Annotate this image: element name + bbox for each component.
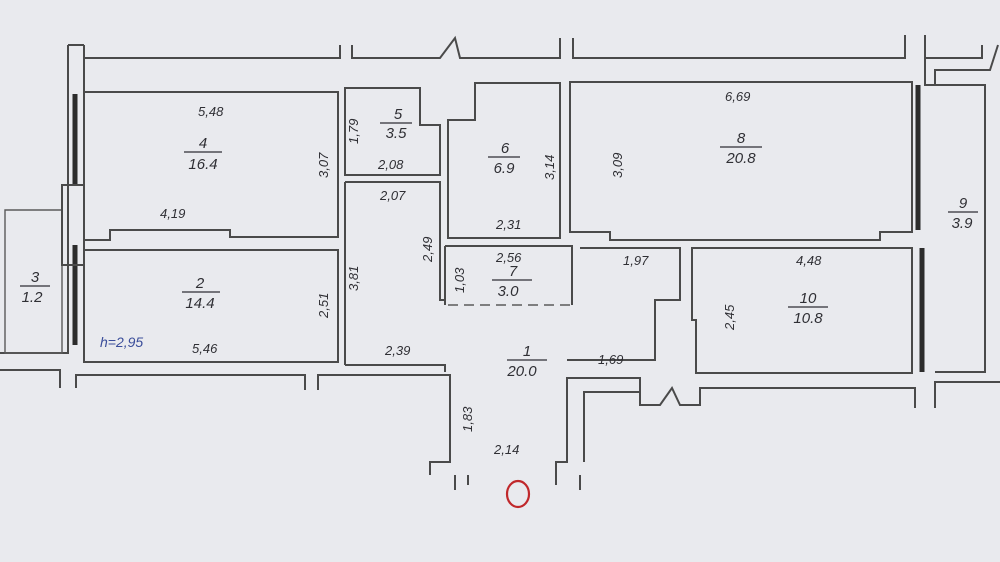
dim-label: 2,39	[384, 343, 410, 358]
room-area: 16.4	[188, 156, 217, 173]
dim-label: 3,81	[346, 266, 361, 291]
room-number: 7	[509, 263, 518, 280]
dim-label: 3,14	[542, 155, 557, 180]
room-labels: 1 20.0 2 14.4 3 1.2 4 16.4 5 3.5 6 6.9 7…	[20, 106, 978, 380]
dim-label: 2,31	[495, 217, 521, 232]
room-number: 10	[800, 290, 817, 307]
dim-label: 2,56	[495, 250, 522, 265]
dim-label: 1,97	[623, 253, 649, 268]
outer-walls	[0, 35, 1000, 490]
entrance-marker-icon	[505, 479, 531, 509]
dim-label: 2,14	[493, 442, 519, 457]
dim-label: 2,07	[379, 188, 406, 203]
room-number: 1	[523, 343, 531, 360]
dim-label: 1,69	[598, 352, 623, 367]
dim-label: 2,51	[316, 293, 331, 319]
room-area: 3.0	[498, 283, 520, 300]
room-area: 20.8	[725, 150, 756, 167]
room-number: 2	[195, 275, 205, 292]
room-number: 8	[737, 130, 746, 147]
dim-label: 2,08	[377, 157, 404, 172]
dim-label: 1,83	[460, 406, 475, 432]
dim-label: 5,46	[192, 341, 218, 356]
dim-label: 3,07	[316, 152, 331, 178]
room-area: 6.9	[494, 160, 516, 177]
room-number: 4	[199, 135, 207, 152]
room-area: 1.2	[22, 289, 44, 306]
room-number: 5	[394, 106, 403, 123]
dim-label: 2,45	[722, 304, 737, 331]
dim-label: 3,09	[610, 153, 625, 178]
room-area: 14.4	[185, 295, 214, 312]
dim-label: 4,48	[796, 253, 822, 268]
room-area: 10.8	[793, 310, 823, 327]
dim-label: 2,49	[420, 237, 435, 263]
room-area: 20.0	[506, 363, 537, 380]
room-area: 3.5	[386, 125, 408, 142]
dimension-labels: 5,48 3,07 4,19 5,46 2,51 1,79 2,08 2,07 …	[160, 89, 822, 457]
room-number: 9	[959, 195, 968, 212]
dim-label: 1,03	[452, 267, 467, 293]
room-number: 3	[31, 269, 40, 286]
room-area: 3.9	[952, 215, 974, 232]
dim-label: 5,48	[198, 104, 224, 119]
ceiling-height-label: h=2,95	[100, 334, 143, 350]
room-number: 6	[501, 140, 510, 157]
dim-label: 4,19	[160, 206, 185, 221]
dim-label: 1,79	[346, 119, 361, 144]
room-walls	[4, 81, 986, 374]
dim-label: 6,69	[725, 89, 750, 104]
